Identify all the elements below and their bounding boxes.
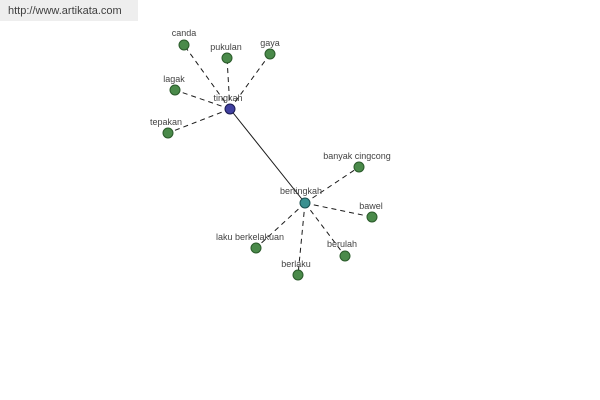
edge-hub-b-leaf-2: [304, 202, 373, 218]
hub-node-tingkah[interactable]: tingkah: [213, 93, 243, 115]
node-label: berlaku: [281, 259, 311, 269]
node-marker[interactable]: [299, 197, 311, 209]
edges: [167, 44, 373, 276]
edge-hub-b-leaf-1: [304, 166, 360, 204]
site-url[interactable]: http://www.artikata.com: [0, 0, 138, 21]
node-marker[interactable]: [178, 39, 190, 51]
edge-hub-b-leaf-4: [297, 202, 306, 276]
node-label: pukulan: [210, 42, 242, 52]
node-label: tepakan: [150, 117, 182, 127]
hub-node-bertingkah[interactable]: bertingkah: [280, 186, 322, 209]
edge-hub-a-hub-b: [229, 108, 306, 204]
leaf-node-berulah[interactable]: berulah: [327, 239, 357, 262]
leaf-node-pukulan[interactable]: pukulan: [210, 42, 242, 64]
node-label: berulah: [327, 239, 357, 249]
leaf-node-gaya[interactable]: gaya: [260, 38, 280, 60]
edge-hub-b-leaf-3: [304, 202, 346, 257]
node-label: laku berkelakuan: [216, 232, 284, 242]
leaf-node-tepakan[interactable]: tepakan: [150, 117, 182, 139]
node-marker[interactable]: [292, 269, 304, 281]
node-marker[interactable]: [221, 52, 233, 64]
node-marker[interactable]: [353, 161, 365, 173]
node-label: bawel: [359, 201, 383, 211]
node-marker[interactable]: [366, 211, 378, 223]
node-label: lagak: [163, 74, 185, 84]
node-marker[interactable]: [339, 250, 351, 262]
node-marker[interactable]: [264, 48, 276, 60]
node-label: tingkah: [213, 93, 242, 103]
leaf-node-lagak[interactable]: lagak: [163, 74, 185, 96]
leaf-node-berlaku[interactable]: berlaku: [281, 259, 311, 281]
edge-hub-a-leaf-4: [174, 89, 231, 110]
edge-hub-a-leaf-3: [229, 53, 271, 110]
edge-hub-a-leaf-5: [167, 108, 231, 134]
edge-hub-b-leaf-5: [255, 202, 306, 249]
node-label: gaya: [260, 38, 280, 48]
leaf-node-banyak-cingcong[interactable]: banyak cingcong: [323, 151, 391, 173]
node-marker[interactable]: [162, 127, 174, 139]
leaf-node-laku-berkelakuan[interactable]: laku berkelakuan: [216, 232, 284, 254]
node-marker[interactable]: [169, 84, 181, 96]
node-marker[interactable]: [250, 242, 262, 254]
node-label: bertingkah: [280, 186, 322, 196]
leaf-node-bawel[interactable]: bawel: [359, 201, 383, 223]
node-label: banyak cingcong: [323, 151, 391, 161]
node-marker[interactable]: [224, 103, 236, 115]
leaf-node-canda[interactable]: canda: [172, 28, 197, 51]
edge-hub-a-leaf-1: [183, 44, 231, 110]
node-label: canda: [172, 28, 197, 38]
